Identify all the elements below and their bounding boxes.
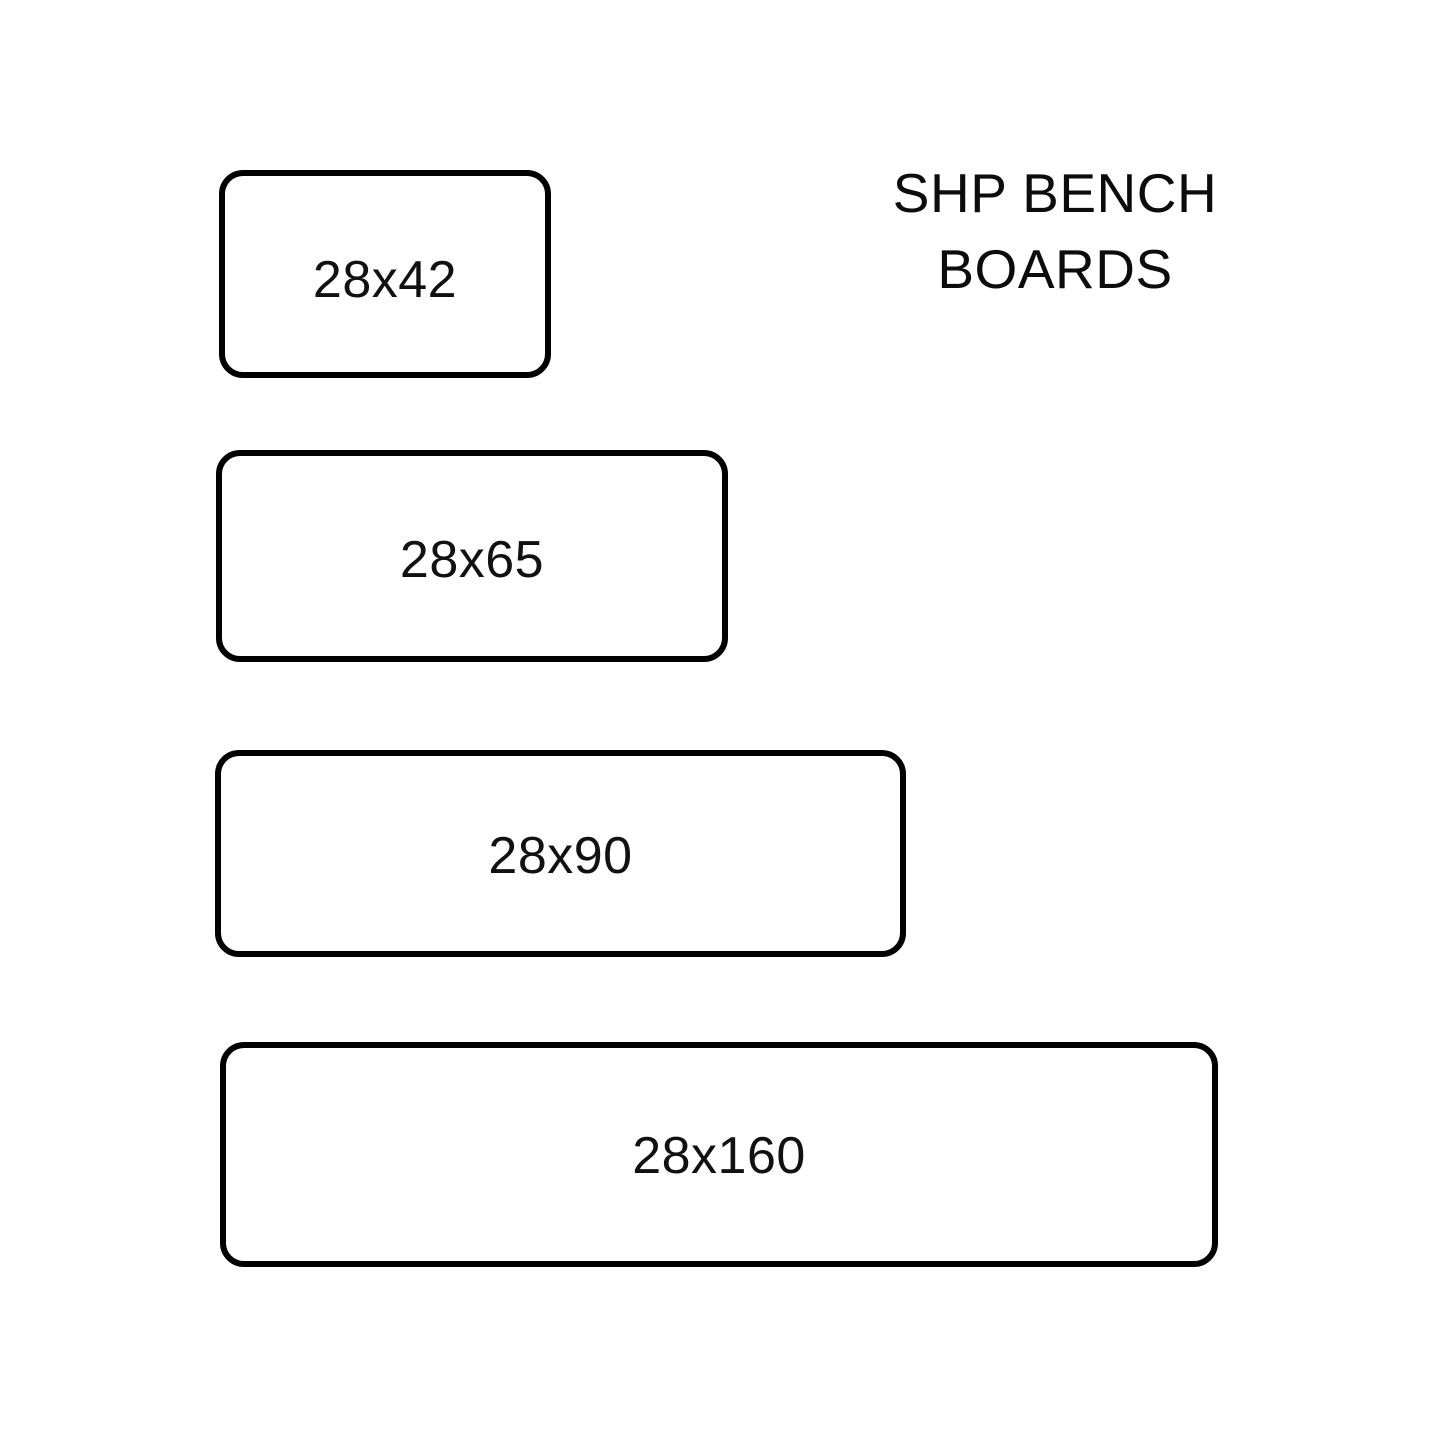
board-label: 28x160: [632, 1127, 806, 1185]
title-line-2: BOARDS: [937, 238, 1173, 300]
board-label: 28x65: [399, 531, 545, 589]
board-rectangle-28x160: 28x160: [220, 1042, 1218, 1267]
board-rectangle-28x65: 28x65: [216, 450, 728, 662]
diagram-title: SHP BENCH BOARDS: [830, 155, 1280, 307]
title-line-1: SHP BENCH: [892, 162, 1218, 224]
board-rectangle-28x90: 28x90: [215, 750, 906, 957]
board-label: 28x90: [488, 827, 633, 885]
board-rectangle-28x42: 28x42: [219, 170, 551, 378]
board-label: 28x42: [312, 251, 458, 309]
